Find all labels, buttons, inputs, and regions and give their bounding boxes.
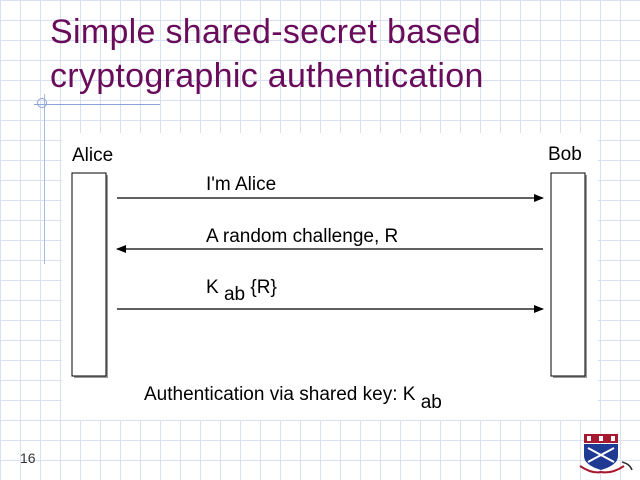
university-shield-icon [579,434,633,474]
message-3-label: K ab {R} [206,277,277,305]
slide-number: 16 [20,450,36,466]
bob-lifeline [550,172,586,377]
bob-label: Bob [548,144,582,165]
message-1-label: I'm Alice [206,174,276,195]
caption-key: K [403,384,416,405]
margin-rule [44,94,45,264]
message-3-key-subscript: ab [224,284,245,305]
corner-circle [37,98,47,108]
slide-title: Simple shared-secret based cryptographic… [50,10,484,98]
caption-key-subscript: ab [421,392,442,413]
title-line-1: Simple shared-secret based [50,13,482,51]
title-line-2: cryptographic authentication [50,57,484,95]
alice-label: Alice [72,145,113,166]
sequence-diagram-svg: Alice Bob I'm Alice A random challenge, … [71,144,587,413]
caption-text: Authentication via shared key: [144,384,403,405]
message-3-key: K [206,277,219,298]
title-underline [34,104,160,105]
alice-lifeline [71,172,107,377]
message-3-payload: {R} [250,277,276,298]
protocol-diagram: Alice Bob I'm Alice A random challenge, … [62,133,598,420]
message-2-label: A random challenge, R [206,226,398,247]
diagram-caption: Authentication via shared key: K ab [144,384,442,413]
